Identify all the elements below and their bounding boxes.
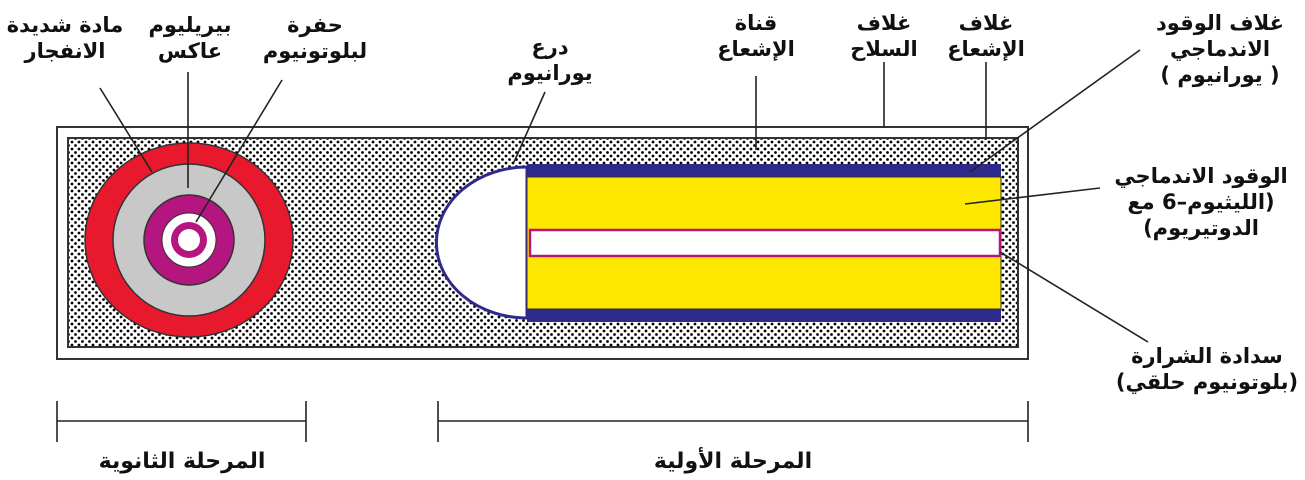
pit-core bbox=[178, 229, 200, 251]
leader-spark-plug bbox=[999, 251, 1149, 343]
fusion-casing-bottom bbox=[527, 309, 1001, 322]
uranium-shield bbox=[434, 165, 529, 320]
leader-fusion-fuel bbox=[964, 187, 1101, 205]
label-spark-plug: سدادة الشرارة(بلوتونيوم حلقي) bbox=[1115, 344, 1299, 394]
leader-high-explosive bbox=[99, 87, 153, 173]
label-secondary-stage: المرحلة الثانوية bbox=[98, 449, 266, 474]
spark-plug bbox=[528, 228, 1002, 258]
fusion-casing-top bbox=[527, 164, 1001, 177]
leader-plutonium-pit bbox=[195, 79, 283, 223]
label-primary-stage: المرحلة الأولية bbox=[653, 449, 813, 474]
leader-uranium-shield bbox=[513, 91, 546, 163]
leader-fusion-casing bbox=[969, 49, 1141, 173]
